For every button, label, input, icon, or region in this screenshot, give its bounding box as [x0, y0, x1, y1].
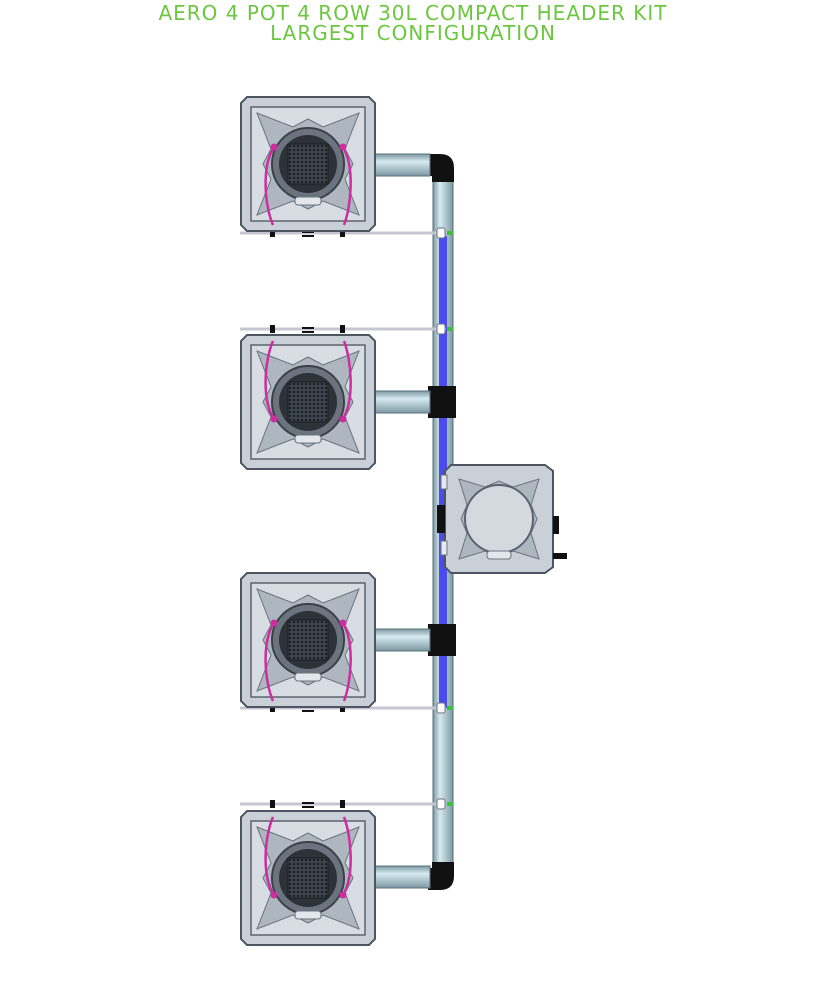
pot-4	[240, 810, 376, 946]
header-tank	[440, 464, 554, 574]
tank-outlet-valve	[553, 516, 559, 534]
diagram-title-line2: LARGEST CONFIGURATION	[270, 21, 556, 45]
water-line	[439, 236, 447, 708]
header-clips	[436, 227, 446, 810]
tank-side-fitting	[437, 505, 445, 533]
pot-1	[240, 96, 376, 232]
pot-2	[240, 334, 376, 470]
line-clamps	[270, 229, 345, 808]
tank-drain	[553, 553, 567, 559]
pot-3	[240, 572, 376, 708]
feed-pipe-2	[374, 390, 431, 414]
irrigation-lines	[240, 231, 446, 806]
tee-fitting-3	[428, 624, 456, 656]
bottom-elbow	[428, 862, 454, 890]
feed-pipe-4	[374, 865, 431, 889]
feed-pipe-1	[374, 153, 431, 177]
tee-fitting-2	[428, 386, 456, 418]
feed-pipe-3	[374, 628, 431, 652]
diagram-title-line1: AERO 4 POT 4 ROW 30L COMPACT HEADER KIT	[158, 1, 668, 25]
connector-markers	[447, 231, 453, 806]
top-elbow	[428, 154, 454, 182]
